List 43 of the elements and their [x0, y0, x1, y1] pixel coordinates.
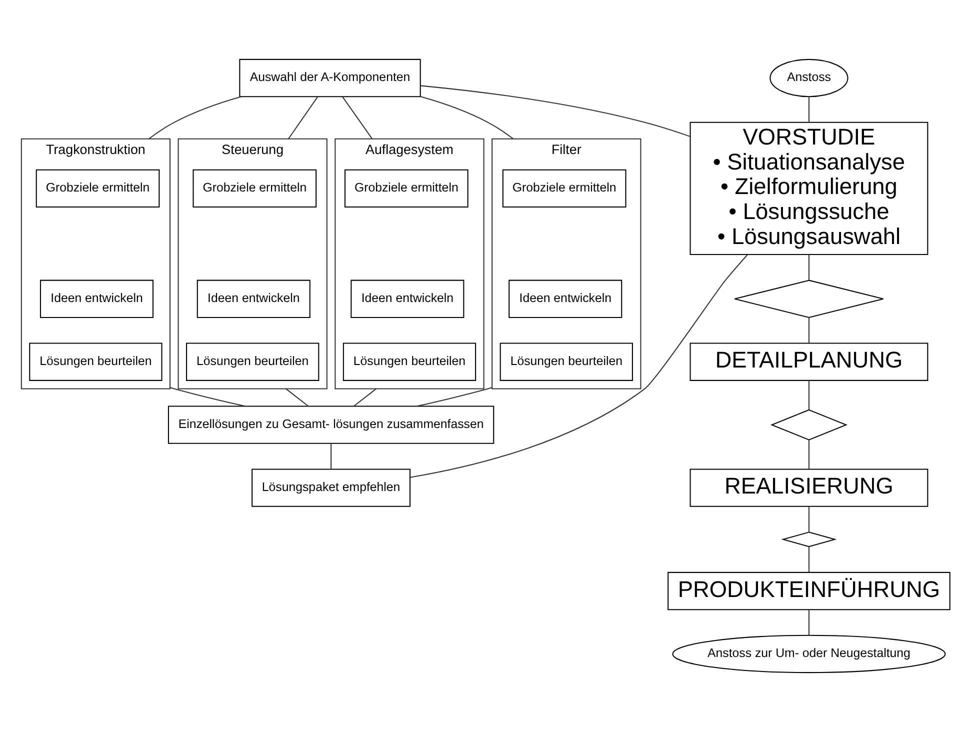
connector — [808, 317, 809, 343]
node-box: Grobziele ermitteln — [35, 168, 160, 208]
node-box: VORSTUDIE • Situationsanalyse • Zielformulierung • Lösungssuche • Lösungsauswahl — [689, 121, 928, 255]
node-box: Lösungen beurteilen — [28, 342, 162, 380]
connector — [416, 386, 492, 406]
node-box: Grobziele ermitteln — [502, 168, 626, 208]
node-box: Grobziele ermitteln — [344, 168, 468, 208]
node-ellipse: Anstoss — [769, 58, 848, 97]
node-diamond — [734, 279, 884, 318]
connector — [420, 96, 514, 139]
node-box: Ideen entwickeln — [196, 279, 310, 318]
node-box: Lösungen beurteilen — [499, 342, 632, 380]
connector — [808, 440, 809, 468]
node-box: Auswahl der A-Komponenten — [238, 58, 420, 97]
node-box: Grobziele ermitteln — [192, 168, 316, 208]
node-box: Lösungspaket empfehlen — [251, 468, 410, 506]
node-box: Ideen entwickeln — [508, 279, 622, 318]
node-box: Lösungen beurteilen — [186, 342, 319, 380]
node-box: REALISIERUNG — [689, 468, 928, 506]
connector — [808, 506, 809, 532]
node-box: PRODUKTEINFÜHRUNG — [667, 571, 950, 610]
connector — [808, 96, 809, 122]
connector — [420, 84, 690, 136]
node-ellipse: Anstoss zur Um- oder Neugestaltung — [672, 634, 946, 673]
node-diamond — [770, 408, 848, 440]
node-box: Lösungen beurteilen — [342, 342, 476, 380]
connector — [808, 546, 809, 572]
node-box: Ideen entwickeln — [350, 279, 464, 318]
connector — [352, 388, 376, 406]
connector — [342, 96, 372, 139]
connector — [330, 443, 332, 468]
connector — [808, 254, 809, 280]
connector — [808, 380, 809, 410]
node-box: Ideen entwickeln — [39, 279, 153, 318]
node-box: DETAILPLANUNG — [689, 342, 928, 380]
connector — [410, 254, 748, 478]
connector — [808, 609, 809, 635]
connector — [169, 386, 245, 406]
node-diamond — [780, 531, 836, 547]
node-box: Einzellösungen zu Gesamt- lösungen zusammenfassen — [167, 405, 494, 444]
connector — [287, 96, 318, 139]
connector — [148, 96, 241, 139]
connector — [285, 388, 308, 406]
